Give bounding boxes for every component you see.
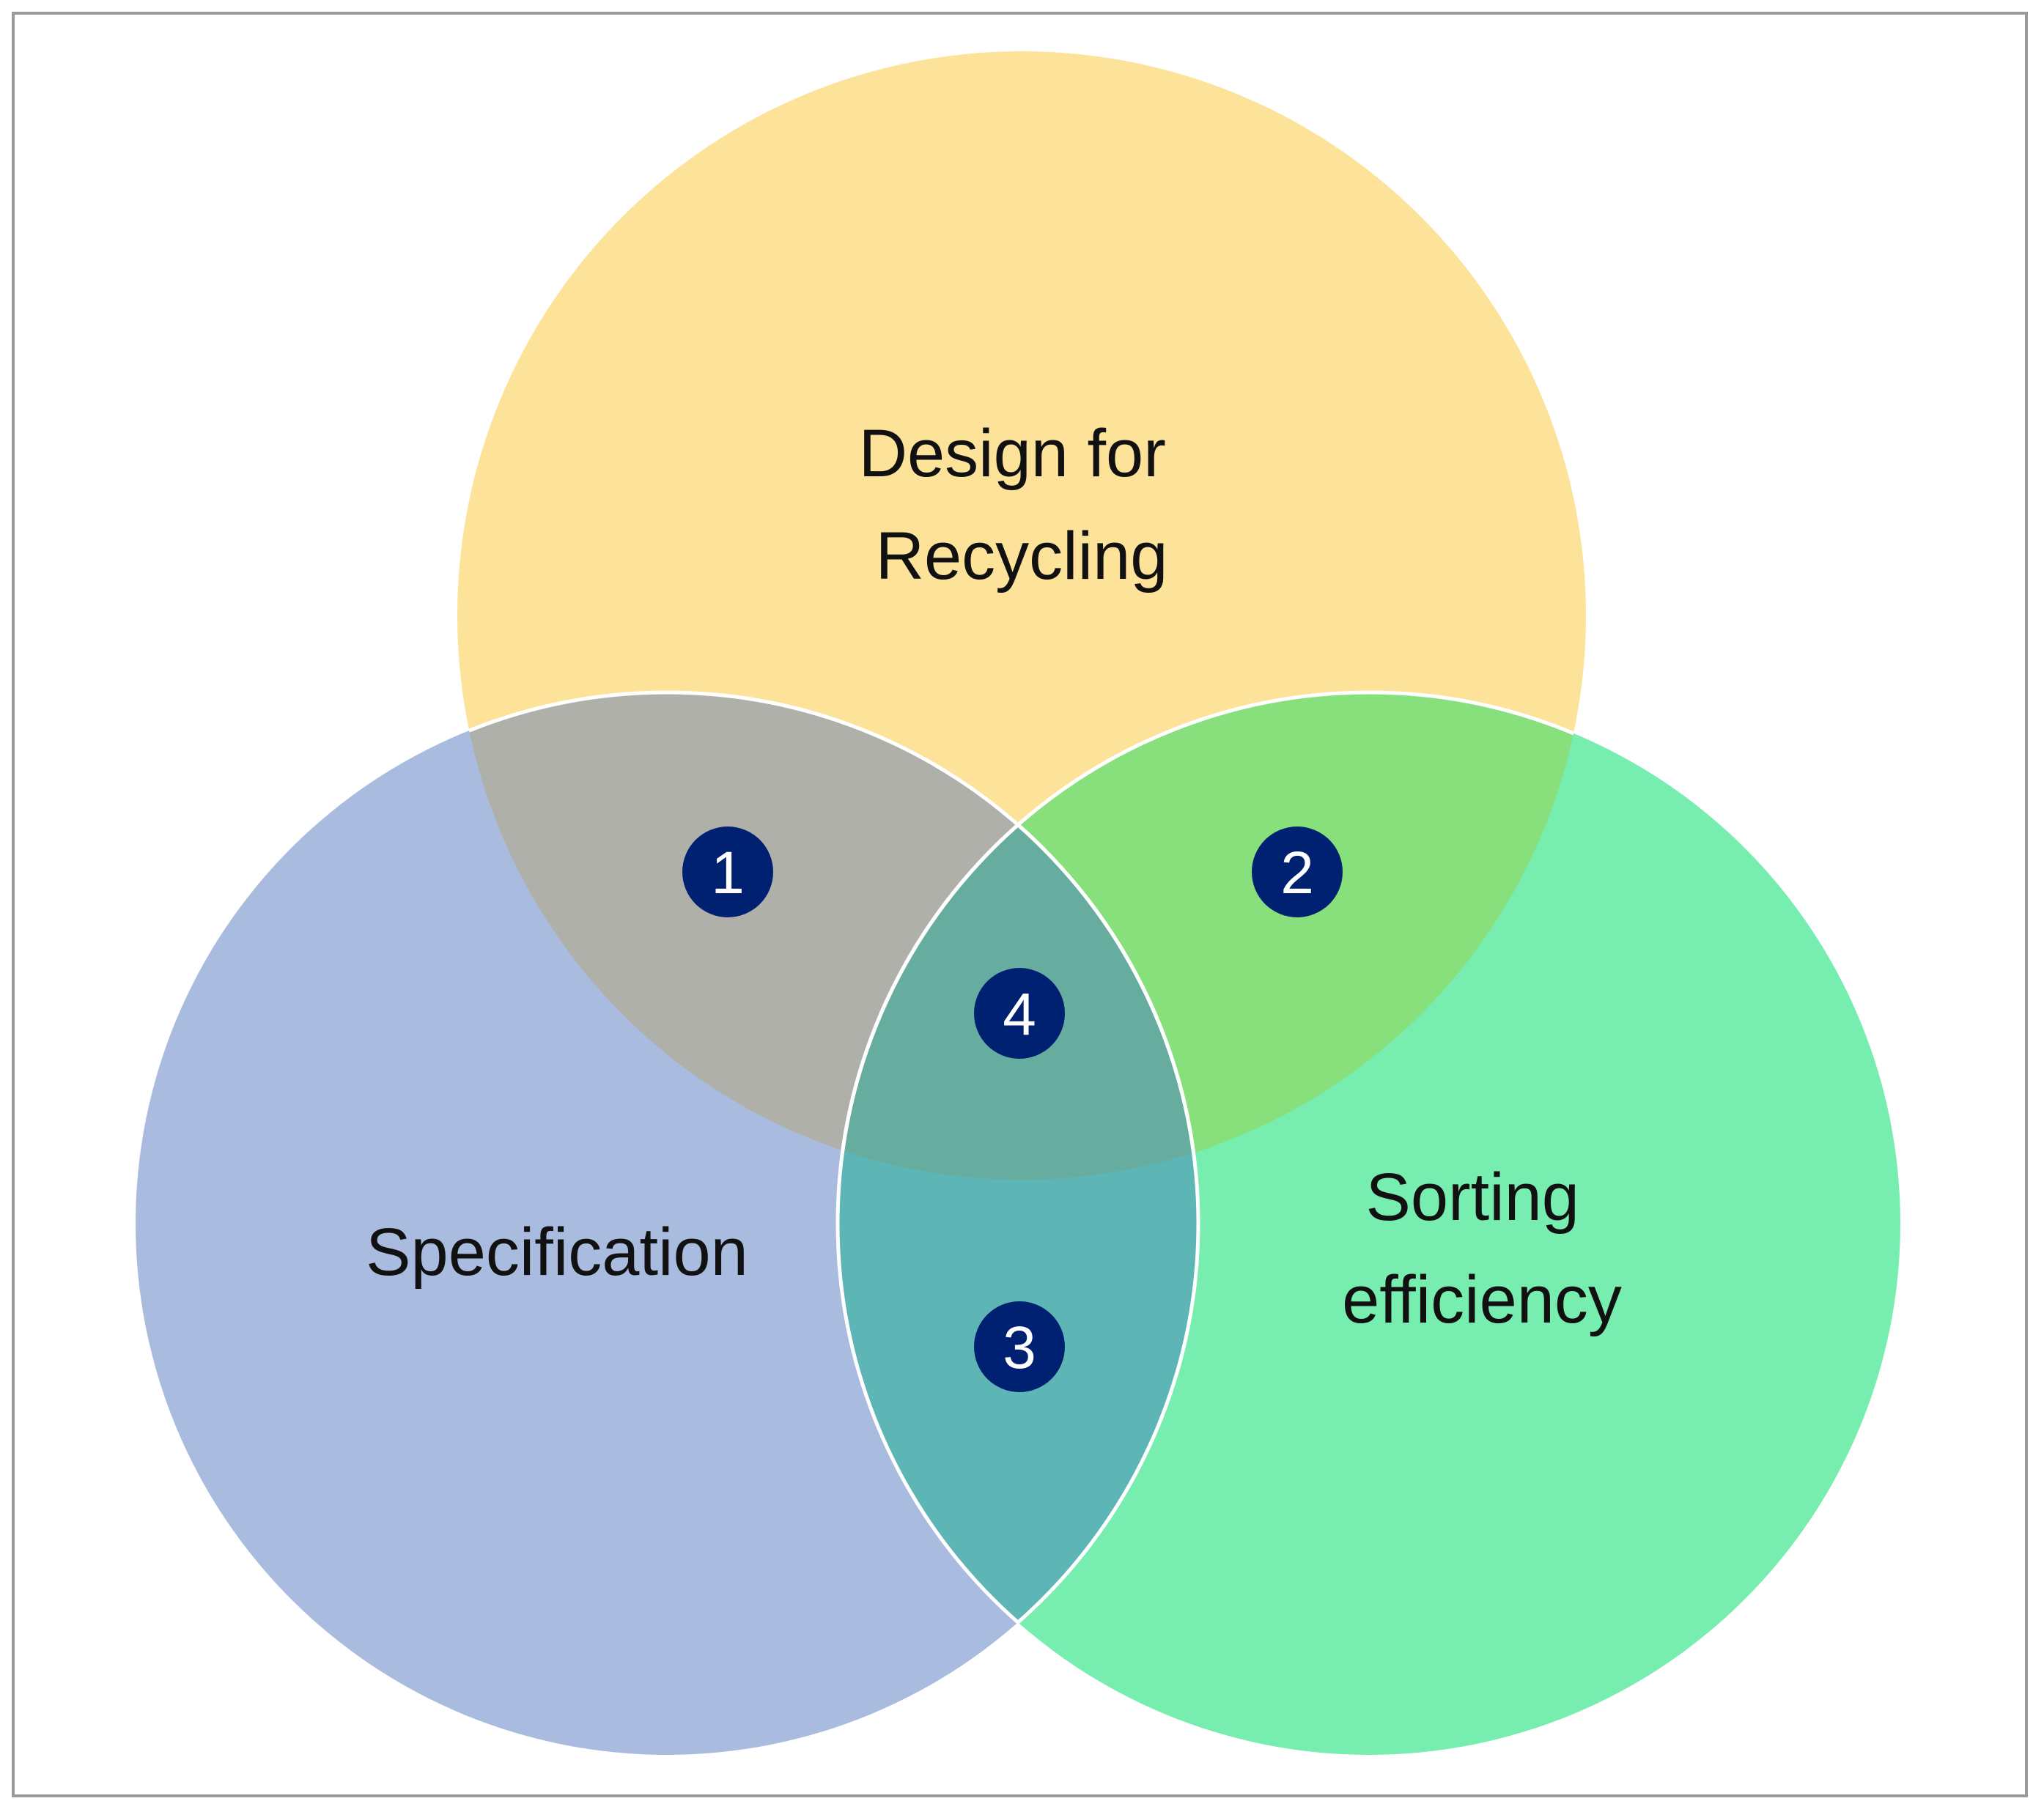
- outline-arc-spec-inner: [838, 692, 1200, 1755]
- outline-arc-sort-inner: [835, 692, 1198, 1755]
- specification-label: Specification: [366, 1215, 748, 1290]
- badge-2: 2: [1252, 827, 1343, 917]
- badge-3-number: 3: [1003, 1314, 1036, 1381]
- intersection-4-region: [838, 692, 1198, 1180]
- design-for-recycling-label: Design for Recycling: [859, 416, 1185, 593]
- badge-4: 4: [974, 968, 1065, 1059]
- badge-1: 1: [682, 827, 773, 917]
- sorting-efficiency-label: Sorting efficiency: [1342, 1160, 1622, 1337]
- outline-arc-sort: [835, 690, 1586, 1180]
- badge-3: 3: [974, 1301, 1065, 1392]
- badge-2-number: 2: [1280, 840, 1314, 906]
- badge-4-number: 4: [1003, 981, 1036, 1048]
- badge-1-number: 1: [711, 840, 745, 906]
- outline-arc-spec: [457, 690, 1200, 1180]
